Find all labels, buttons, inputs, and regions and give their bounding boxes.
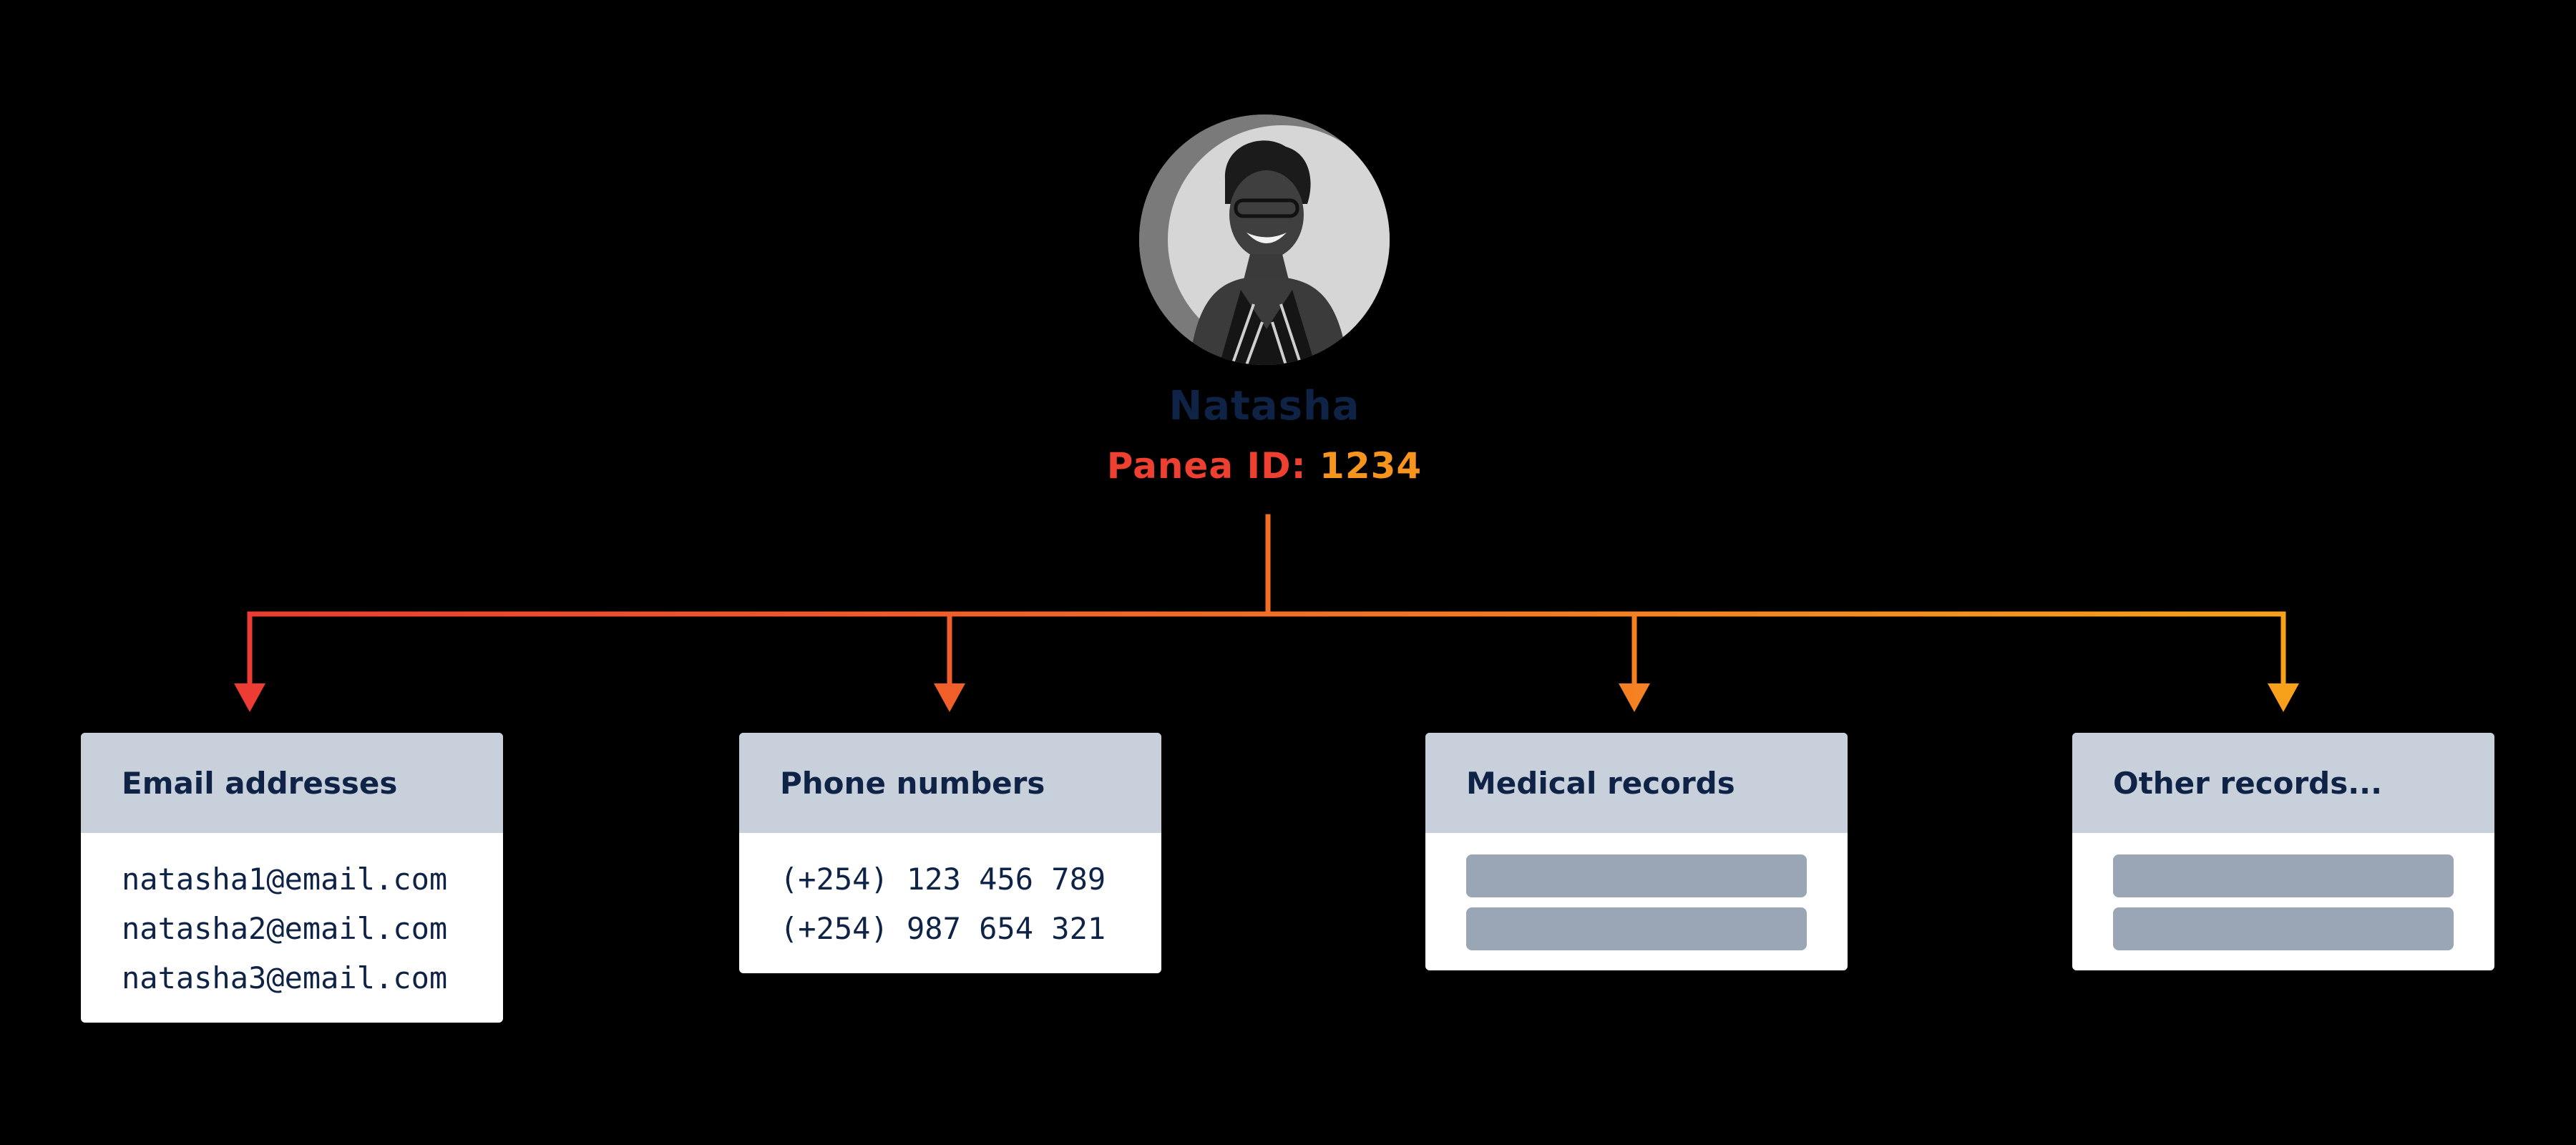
top-shape xyxy=(1219,290,1315,365)
placeholder-bar xyxy=(1466,854,1807,897)
card-body: (+254) 123 456 789 (+254) 987 654 321 xyxy=(739,833,1161,973)
email-item: natasha2@email.com xyxy=(122,911,448,946)
avatar xyxy=(1139,114,1390,365)
placeholder-bar xyxy=(2113,854,2454,897)
person-id-value: 1234 xyxy=(1319,445,1423,487)
person-id: Panea ID: 1234 xyxy=(1002,445,1527,487)
placeholder-bar xyxy=(2113,907,2454,950)
card-body xyxy=(1425,833,1848,970)
email-item: natasha1@email.com xyxy=(122,862,448,897)
phone-item: (+254) 987 654 321 xyxy=(780,911,1106,946)
card-header: Phone numbers xyxy=(739,733,1161,833)
card-medical-records: Medical records xyxy=(1425,733,1848,970)
arrow-head-email xyxy=(234,683,265,712)
card-body: natasha1@email.com natasha2@email.com na… xyxy=(81,833,503,1023)
card-header: Medical records xyxy=(1425,733,1848,833)
card-email-addresses: Email addresses natasha1@email.com natas… xyxy=(81,733,503,1023)
card-title: Other records... xyxy=(2113,765,2383,801)
card-phone-numbers: Phone numbers (+254) 123 456 789 (+254) … xyxy=(739,733,1161,973)
email-item: natasha3@email.com xyxy=(122,960,448,995)
arrow-head-phone xyxy=(934,683,965,712)
phone-item: (+254) 123 456 789 xyxy=(780,862,1106,897)
arrow-head-other xyxy=(2268,683,2299,712)
neck-shape xyxy=(1243,254,1289,283)
card-title: Medical records xyxy=(1466,765,1735,801)
top-stripes xyxy=(1231,303,1302,365)
person-id-label: Panea ID: xyxy=(1106,445,1307,487)
card-title: Phone numbers xyxy=(780,765,1045,801)
arrow-head-medical xyxy=(1619,683,1650,712)
card-header: Email addresses xyxy=(81,733,503,833)
card-header: Other records... xyxy=(2072,733,2494,833)
card-title: Email addresses xyxy=(122,765,398,801)
placeholder-bar xyxy=(1466,907,1807,950)
card-body xyxy=(2072,833,2494,970)
glasses-shape xyxy=(1234,198,1299,218)
smile-shape xyxy=(1246,233,1287,243)
person-name: Natasha xyxy=(1169,383,1360,429)
card-other-records: Other records... xyxy=(2072,733,2494,970)
